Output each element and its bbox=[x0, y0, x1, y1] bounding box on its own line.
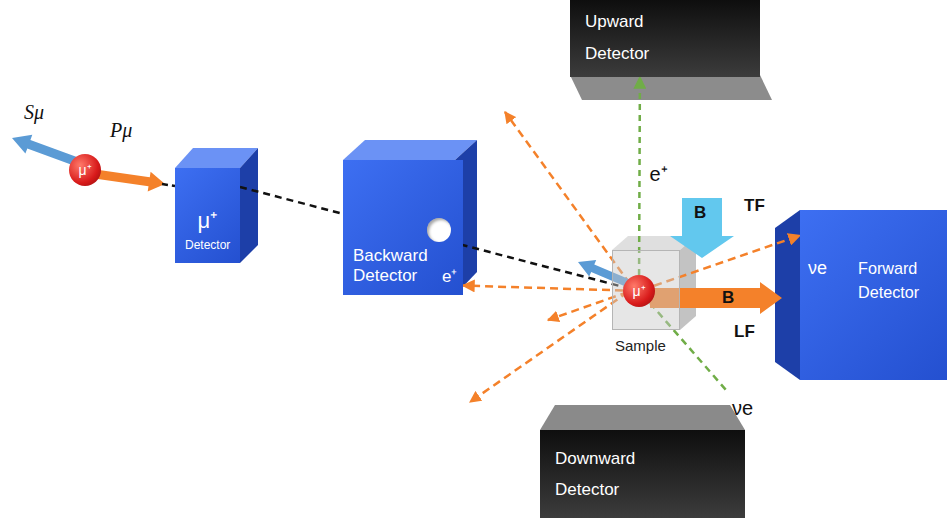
particle-label: μ⁺ bbox=[633, 283, 646, 300]
field-label: B bbox=[694, 203, 706, 223]
momentum-arrow bbox=[94, 170, 165, 192]
field-label: TF bbox=[744, 196, 765, 216]
detector-label: Forward Detector bbox=[858, 256, 942, 305]
beam-path bbox=[162, 184, 175, 186]
field-label: B bbox=[722, 288, 734, 308]
particle-label: μ⁺ bbox=[79, 162, 92, 179]
detector-hole bbox=[427, 218, 451, 242]
symbol-label: Sμ bbox=[24, 100, 44, 124]
muon-particle: μ⁺ bbox=[623, 275, 655, 307]
detector-label: Backward Detector bbox=[353, 246, 438, 287]
detector-label: νe bbox=[808, 258, 827, 280]
detector-side-face bbox=[240, 148, 258, 263]
forward-detector: νe Forward Detector bbox=[800, 210, 947, 380]
sample-label: Sample bbox=[615, 337, 666, 355]
decay-positron-path bbox=[470, 292, 628, 402]
downward-detector: Downward Detector bbox=[540, 430, 745, 518]
symbol-label: Pμ bbox=[110, 118, 132, 142]
detector-label: Detector bbox=[185, 238, 230, 252]
particle-label: e⁺ bbox=[649, 162, 667, 186]
detector-label: μ⁺ bbox=[198, 208, 218, 234]
detector-top-face bbox=[540, 405, 745, 430]
upward-detector: Upward Detector bbox=[570, 0, 760, 77]
muon-particle: μ⁺ bbox=[69, 154, 101, 186]
sample-cube: Sampleμ⁺ bbox=[612, 250, 680, 330]
detector-label: e⁺ bbox=[442, 267, 457, 287]
detector-label: Upward Detector bbox=[585, 6, 675, 71]
backward-detector: Backward Detectore⁺ bbox=[343, 160, 463, 295]
transverse-field-arrow bbox=[670, 198, 734, 258]
positron-path bbox=[638, 77, 641, 275]
detector-label: Downward Detector bbox=[555, 444, 655, 505]
symbol-label: νe bbox=[732, 396, 753, 420]
positron-path bbox=[463, 286, 623, 291]
detector-bottom-face bbox=[570, 75, 772, 100]
muon-detector: μ⁺ Detector bbox=[175, 168, 240, 263]
field-label: LF bbox=[734, 322, 755, 342]
detector-top-face bbox=[343, 140, 477, 160]
